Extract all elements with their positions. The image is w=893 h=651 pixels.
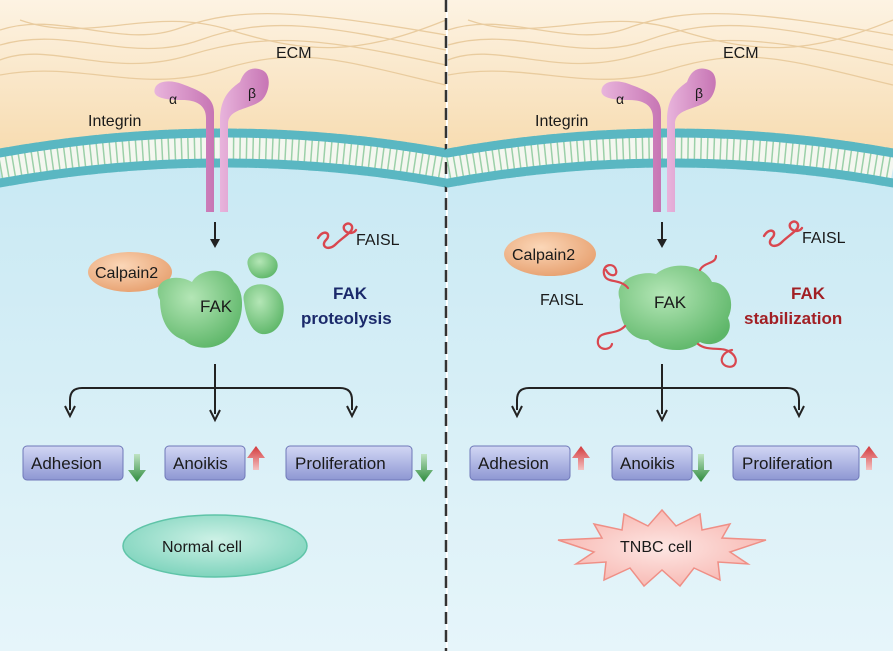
effect-label-adhesion: Adhesion (478, 454, 549, 473)
faisl-rna (316, 222, 358, 250)
effect-box-proliferation: Proliferation (732, 445, 860, 481)
faisl-bound-rna (596, 254, 737, 368)
calpain2-label: Calpain2 (95, 265, 158, 282)
calpain2-protein (88, 252, 172, 292)
faisl-label: FAISL (802, 230, 846, 247)
effect-box-anoikis: Anoikis (611, 445, 693, 481)
calpain2-label: Calpain2 (512, 247, 575, 264)
panel-tnbc: α β ECM Integrin FAISL Calpain2 FAISL FA… (443, 0, 893, 651)
ecm-region (448, 0, 893, 150)
faisl-rna (762, 220, 804, 248)
ecm-label: ECM (276, 45, 312, 62)
tnbc-cell-shape (557, 508, 767, 588)
integrin-receptor (154, 68, 269, 212)
normal-cell-shape (122, 514, 308, 578)
alpha-subunit-label: α (616, 91, 624, 107)
fak-protein (157, 252, 284, 348)
branch-arrows (64, 364, 358, 423)
integrin-receptor (601, 68, 716, 212)
ecm-fibers (447, 13, 893, 86)
effect-label-anoikis: Anoikis (620, 454, 675, 473)
arrow-down-icon (128, 454, 146, 482)
effect-label-adhesion: Adhesion (31, 454, 102, 473)
calpain2-protein (504, 232, 596, 276)
arrow-down-icon (692, 454, 710, 482)
faisl-bound-label: FAISL (540, 292, 584, 309)
integrin-label: Integrin (535, 113, 588, 130)
outcome-title-line2: proteolysis (301, 309, 392, 328)
ecm-label: ECM (723, 45, 759, 62)
fak-protein (618, 265, 732, 351)
effect-box-anoikis: Anoikis (164, 445, 246, 481)
effect-label-proliferation: Proliferation (295, 454, 386, 473)
outcome-title-line2: stabilization (744, 309, 842, 328)
effect-box-proliferation: Proliferation (285, 445, 413, 481)
effect-box-adhesion: Adhesion (469, 445, 571, 481)
tnbc-cell-label: TNBC cell (620, 539, 692, 556)
outcome-title-line1: FAK (791, 284, 826, 303)
effect-label-proliferation: Proliferation (742, 454, 833, 473)
beta-subunit-label: β (695, 85, 703, 101)
ecm-fibers (0, 13, 447, 86)
arrow-up-icon (247, 446, 265, 470)
faisl-label: FAISL (356, 232, 400, 249)
outcome-title-line1: FAK (333, 284, 368, 303)
effect-box-adhesion: Adhesion (22, 445, 124, 481)
fak-label: FAK (654, 293, 687, 312)
arrow-up-icon (572, 446, 590, 470)
beta-subunit-label: β (248, 85, 256, 101)
fak-label: FAK (200, 297, 233, 316)
branch-arrows (511, 364, 805, 423)
alpha-subunit-label: α (169, 91, 177, 107)
ecm-region (0, 0, 446, 150)
effect-label-anoikis: Anoikis (173, 454, 228, 473)
arrow-up-icon (860, 446, 878, 470)
normal-cell-label: Normal cell (162, 539, 242, 556)
arrow-down-icon (415, 454, 433, 482)
panel-normal: α β ECM Integrin FAISL Calpain2 FAK FAK … (0, 0, 451, 651)
integrin-label: Integrin (88, 113, 141, 130)
